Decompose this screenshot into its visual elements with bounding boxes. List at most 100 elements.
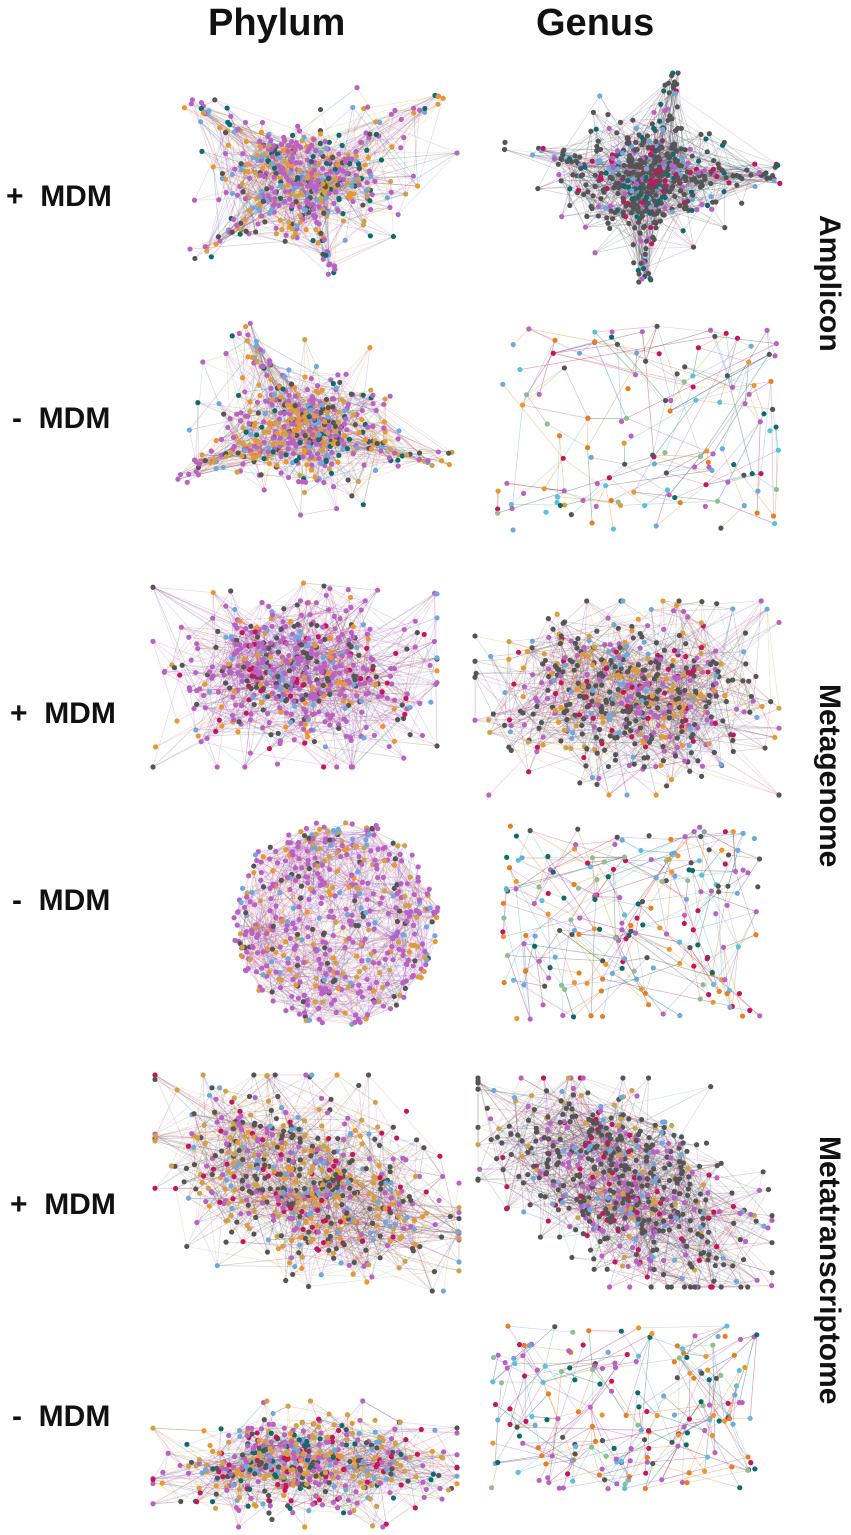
network-node — [576, 350, 583, 356]
network-node — [328, 908, 334, 914]
network-node — [509, 505, 515, 512]
network-node — [618, 700, 625, 706]
network-node — [215, 689, 221, 695]
network-node — [699, 1233, 705, 1240]
network-node — [725, 883, 731, 889]
network-node — [269, 623, 275, 629]
network-node — [378, 448, 384, 454]
network-node — [573, 723, 579, 729]
network-node — [390, 840, 396, 846]
network-node — [714, 601, 720, 607]
network-node — [367, 206, 374, 213]
network-node — [608, 1204, 614, 1210]
network-node — [679, 1168, 686, 1174]
network-node — [595, 1171, 601, 1177]
network-node — [434, 743, 440, 749]
network-node — [680, 671, 686, 677]
network-node — [701, 829, 707, 835]
network-node — [668, 1155, 674, 1161]
network-node — [529, 1092, 535, 1099]
network-node — [687, 677, 693, 684]
network-node — [640, 200, 646, 206]
network-node — [213, 644, 219, 650]
network-node — [335, 372, 341, 378]
network-node — [626, 184, 632, 190]
network-node — [305, 857, 311, 864]
network-node — [300, 696, 306, 703]
network-node — [623, 169, 629, 175]
network-node — [628, 922, 634, 929]
network-node — [434, 680, 440, 686]
network-node — [404, 646, 410, 652]
network-node — [364, 645, 370, 651]
network-node — [558, 982, 565, 988]
network-node — [773, 486, 780, 493]
network-node — [376, 1163, 382, 1169]
network-node — [619, 927, 625, 933]
network-node — [697, 1224, 704, 1231]
network-node — [616, 730, 622, 736]
network-node — [585, 653, 591, 660]
network-node — [643, 688, 649, 694]
network-node — [603, 961, 609, 967]
network-node — [327, 947, 333, 953]
network-node — [700, 1215, 706, 1221]
network-node — [238, 1113, 244, 1119]
network-node — [246, 1093, 253, 1100]
network-node — [563, 1105, 569, 1111]
network-node — [567, 1119, 573, 1125]
network-node — [401, 626, 407, 633]
network-node — [395, 843, 401, 849]
network-node — [399, 702, 405, 708]
column-header-phylum: Phylum — [208, 2, 345, 45]
network-node — [566, 156, 573, 162]
network-node — [270, 441, 276, 447]
network-node — [277, 687, 284, 693]
network-node — [697, 824, 703, 830]
network-node — [674, 174, 681, 181]
network-node — [351, 191, 357, 197]
network-node — [271, 392, 277, 398]
network-node — [716, 165, 722, 171]
network-node — [247, 956, 253, 963]
network-node — [227, 685, 233, 691]
network-node — [657, 118, 663, 124]
network-node — [304, 1457, 311, 1463]
network-node — [748, 693, 755, 700]
network-node — [293, 1206, 299, 1212]
network-node — [302, 1132, 308, 1138]
network-node — [651, 109, 657, 115]
network-node — [681, 920, 687, 927]
network-node — [257, 392, 263, 399]
network-node — [315, 871, 321, 877]
network-node — [544, 421, 550, 427]
network-node — [404, 918, 410, 924]
network-node — [326, 190, 332, 197]
network-node — [340, 1184, 346, 1190]
network-node — [629, 1215, 635, 1221]
network-node — [323, 1192, 329, 1199]
network-node — [317, 875, 323, 881]
network-node — [716, 1209, 722, 1215]
network-node — [335, 635, 342, 641]
network-node — [618, 1157, 624, 1163]
network-node — [604, 185, 610, 192]
network-node — [515, 1132, 521, 1138]
network-node — [390, 957, 396, 963]
network-node — [691, 963, 697, 969]
network-node — [201, 1122, 207, 1128]
network-node — [301, 1118, 308, 1124]
network-node — [625, 1186, 631, 1192]
network-node — [564, 1124, 571, 1131]
network-node — [326, 1135, 332, 1142]
network-node — [768, 699, 774, 705]
network-node — [223, 1239, 229, 1245]
network-node — [613, 1200, 619, 1206]
network-node — [569, 1106, 575, 1112]
network-node — [195, 400, 201, 406]
network-node — [707, 661, 714, 667]
network-node — [642, 1204, 648, 1210]
network-node — [223, 1130, 229, 1136]
network-node — [401, 755, 407, 761]
network-node — [390, 233, 397, 240]
